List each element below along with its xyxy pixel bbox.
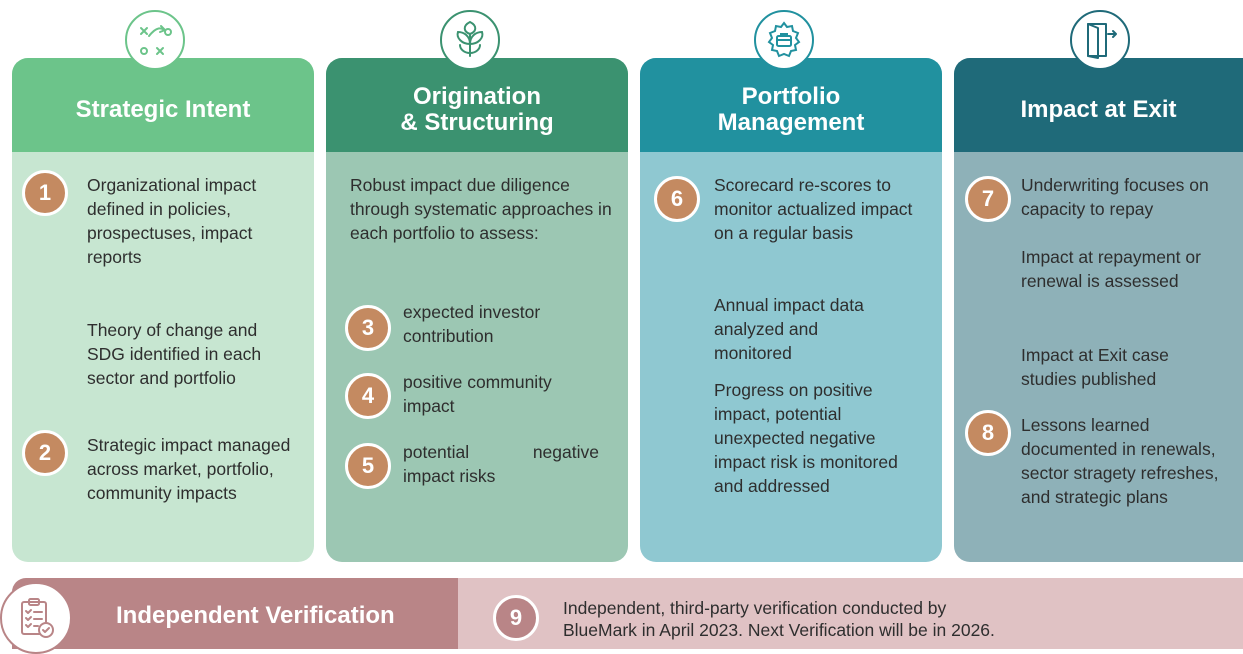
step-7-text: Underwriting focuses on capacity to repa…: [1021, 175, 1209, 219]
column-title-text: Impact at Exit: [1020, 96, 1177, 123]
due-diligence-intro: Robust impact due diligence through syst…: [350, 175, 612, 243]
step-badge-5: 5: [345, 443, 391, 489]
column-strategic-intent: Strategic Intent: [12, 58, 314, 562]
verification-text: Independent, third-party verification co…: [563, 598, 995, 640]
column-title: Portfolio Management: [640, 58, 942, 152]
column-title: Strategic Intent: [12, 58, 314, 152]
column-title-text: Strategic Intent: [75, 96, 251, 123]
step-badge-1: 1: [22, 170, 68, 216]
step-6-text: Scorecard re-scores to monitor actualize…: [714, 175, 913, 243]
verification-title: Independent Verification: [116, 602, 395, 629]
step-badge-6: 6: [654, 176, 700, 222]
step-badge-8: 8: [965, 410, 1011, 456]
progress-monitoring-text: Progress on positive impact, potential u…: [714, 380, 898, 496]
step-badge-7: 7: [965, 176, 1011, 222]
impact-at-repayment-text: Impact at repayment or renewal is assess…: [1021, 247, 1201, 291]
theory-of-change-text: Theory of change and SDG identified in e…: [87, 320, 262, 388]
verification-text-band: [458, 578, 1243, 649]
step-1-text: Organizational impact defined in policie…: [87, 175, 257, 267]
step-badge-2: 2: [22, 430, 68, 476]
briefcase-gear-icon: [754, 10, 814, 70]
step-badge-3: 3: [345, 305, 391, 351]
step-2-text: Strategic impact managed across market, …: [87, 435, 291, 503]
column-title-line-1: Origination: [412, 83, 541, 110]
column-title-line-2: & Structuring: [400, 109, 554, 136]
sprout-icon: [440, 10, 500, 70]
verification-title-band: Independent Verification: [12, 578, 458, 649]
step-badge-9: 9: [493, 595, 539, 641]
column-title: Impact at Exit: [954, 58, 1243, 152]
clipboard-check-icon: [0, 582, 72, 654]
exit-door-icon: [1070, 10, 1130, 70]
column-portfolio-management: Portfolio Management: [640, 58, 942, 562]
annual-impact-text: Annual impact data analyzed and monitore…: [714, 295, 864, 363]
column-impact-at-exit: Impact at Exit: [954, 58, 1243, 562]
strategy-play-icon: [125, 10, 185, 70]
case-studies-text: Impact at Exit case studies published: [1021, 345, 1169, 389]
column-title-line-1: Portfolio: [741, 83, 841, 110]
step-8-text: Lessons learned documented in renewals, …: [1021, 415, 1219, 507]
step-badge-4: 4: [345, 373, 391, 419]
column-title-line-2: Management: [717, 109, 865, 136]
column-title: Origination & Structuring: [326, 58, 628, 152]
